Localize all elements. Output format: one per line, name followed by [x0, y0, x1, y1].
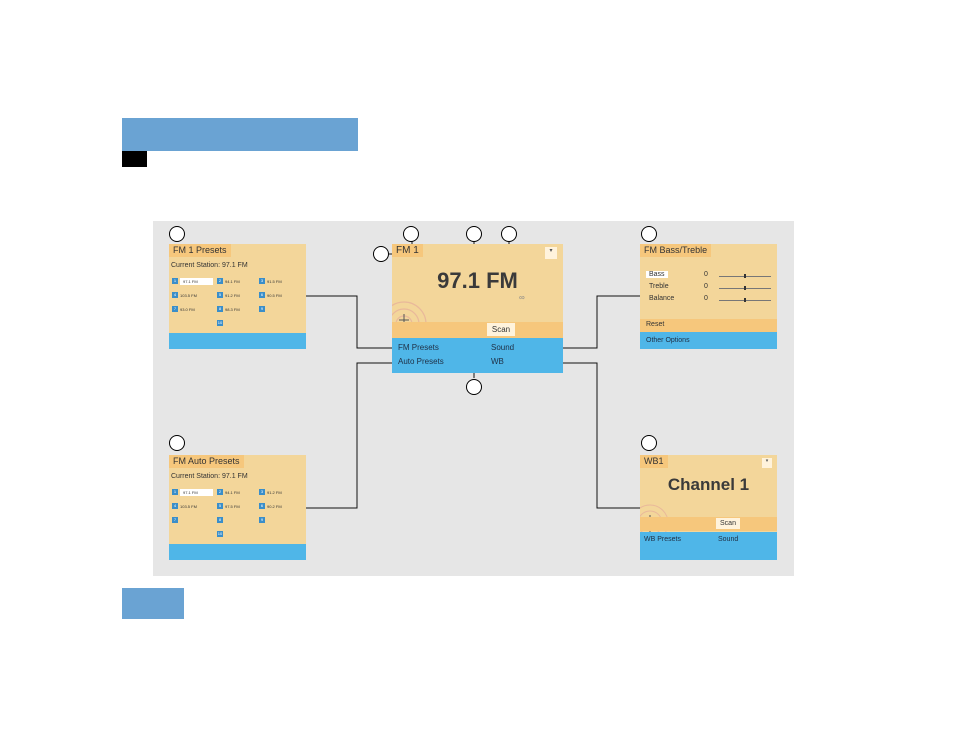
preset-number[interactable]: 3 [259, 278, 265, 284]
sound-setting-value: 0 [704, 295, 708, 302]
callout-marker [169, 226, 185, 242]
preset-number[interactable]: 3 [259, 489, 265, 495]
softkey-bar [169, 544, 306, 560]
sound-setting-label[interactable]: Bass [646, 271, 668, 278]
preset-button[interactable] [225, 517, 255, 524]
softkey-bar [169, 333, 306, 349]
signal-icon: ▾ [762, 458, 772, 468]
callout-marker [466, 379, 482, 395]
preset-button[interactable]: 97.1 FM [180, 278, 213, 285]
frequency-display: 97.1 FM [437, 268, 518, 293]
preset-number[interactable]: 9 [259, 306, 265, 312]
sound-slider[interactable] [719, 274, 771, 278]
preset-number[interactable]: 10 [217, 320, 223, 326]
preset-number[interactable]: 8 [217, 306, 223, 312]
callout-marker [169, 435, 185, 451]
preset-button[interactable] [225, 320, 255, 327]
sound-softkey[interactable]: Sound [491, 343, 515, 352]
callout-marker [373, 246, 389, 262]
current-station-label: Current Station: 97.1 FM [171, 262, 248, 269]
band-label[interactable]: WB1 [640, 455, 668, 468]
sound-setting-label[interactable]: Balance [649, 295, 675, 302]
screen-title: FM Auto Presets [169, 455, 244, 468]
wb-softkey[interactable]: WB [491, 357, 504, 366]
preset-button[interactable]: 91.2 FM [225, 293, 240, 298]
page-tab [122, 588, 184, 619]
signal-icon: ▾ [545, 247, 557, 259]
callout-marker [403, 226, 419, 242]
preset-number[interactable]: 4 [172, 503, 178, 509]
other-options-softkey[interactable]: Other Options [646, 337, 690, 344]
band-label[interactable]: FM 1 [392, 244, 423, 257]
scan-button[interactable]: Scan [716, 518, 740, 529]
preset-number[interactable]: 2 [217, 489, 223, 495]
callout-marker [641, 226, 657, 242]
slider-knob[interactable] [744, 274, 746, 278]
scan-strip [640, 517, 777, 531]
fm-presets-softkey[interactable]: FM Presets [398, 343, 439, 352]
preset-button[interactable]: 94.1 FM [225, 490, 240, 495]
preset-button[interactable]: 97.5 FM [225, 504, 240, 509]
preset-number[interactable]: 2 [217, 278, 223, 284]
preset-button[interactable]: 103.5 FM [180, 504, 197, 509]
preset-number[interactable]: 9 [259, 517, 265, 523]
preset-number[interactable]: 4 [172, 292, 178, 298]
preset-number[interactable]: 5 [217, 503, 223, 509]
callout-marker [641, 435, 657, 451]
section-marker [122, 151, 147, 167]
callout-marker [501, 226, 517, 242]
preset-number[interactable]: 6 [259, 292, 265, 298]
preset-number[interactable]: 6 [259, 503, 265, 509]
preset-button[interactable] [267, 517, 297, 524]
auto-presets-softkey[interactable]: Auto Presets [398, 357, 444, 366]
reset-button[interactable]: Reset [646, 321, 665, 328]
sound-setting-value: 0 [704, 283, 708, 290]
sound-slider[interactable] [719, 286, 771, 290]
sound-setting-label[interactable]: Treble [649, 283, 669, 290]
preset-button[interactable]: 93.0 FM [180, 307, 195, 312]
channel-display: Channel 1 [667, 475, 750, 494]
softkey-bar: Other Options [640, 332, 777, 349]
wb-presets-softkey[interactable]: WB Presets [644, 536, 681, 543]
preset-button[interactable]: 98.3 FM [225, 307, 240, 312]
main-radio-screen: FM 1 ▾ 97.1 FM ∞ Scan FM Presets Auto Pr… [392, 244, 563, 373]
reset-strip: Reset [640, 319, 777, 332]
preset-button[interactable] [267, 306, 297, 313]
sound-softkey[interactable]: Sound [718, 536, 739, 543]
softkey-bar: WB Presets Sound [640, 532, 777, 560]
preset-number[interactable]: 8 [217, 517, 223, 523]
preset-number[interactable]: 7 [172, 306, 178, 312]
weather-band-screen: WB1 ▾ Channel 1 Scan WB Presets Sound [640, 455, 777, 560]
preset-button[interactable]: 103.5 FM [180, 293, 197, 298]
preset-number[interactable]: 1 [172, 489, 178, 495]
preset-number[interactable]: 7 [172, 517, 178, 523]
sound-setting-value: 0 [704, 271, 708, 278]
stereo-icon: ∞ [519, 293, 525, 302]
slider-knob[interactable] [744, 298, 746, 302]
preset-button[interactable] [180, 517, 210, 524]
softkey-bar: FM Presets Auto Presets Sound WB [392, 338, 563, 373]
preset-number[interactable]: 10 [217, 531, 223, 537]
preset-button[interactable]: 90.2 FM [267, 504, 282, 509]
preset-button[interactable] [225, 531, 255, 538]
slider-knob[interactable] [744, 286, 746, 290]
current-station-label: Current Station: 97.1 FM [171, 473, 248, 480]
preset-button[interactable]: 91.5 FM [267, 279, 282, 284]
preset-button[interactable]: 90.5 FM [267, 293, 282, 298]
preset-number[interactable]: 1 [172, 278, 178, 284]
preset-button[interactable]: 91.2 FM [267, 490, 282, 495]
section-header-bar [122, 118, 358, 151]
scan-button[interactable]: Scan [487, 323, 515, 336]
preset-button[interactable]: 97.1 FM [180, 489, 213, 496]
sound-slider[interactable] [719, 298, 771, 302]
screen-title: FM Bass/Treble [640, 244, 712, 257]
callout-marker [466, 226, 482, 242]
scan-strip [392, 322, 563, 338]
preset-button[interactable]: 94.1 FM [225, 279, 240, 284]
screen-title: FM 1 Presets [169, 244, 231, 257]
fm-auto-presets-screen: FM Auto Presets Current Station: 97.1 FM… [169, 455, 306, 560]
preset-number[interactable]: 5 [217, 292, 223, 298]
